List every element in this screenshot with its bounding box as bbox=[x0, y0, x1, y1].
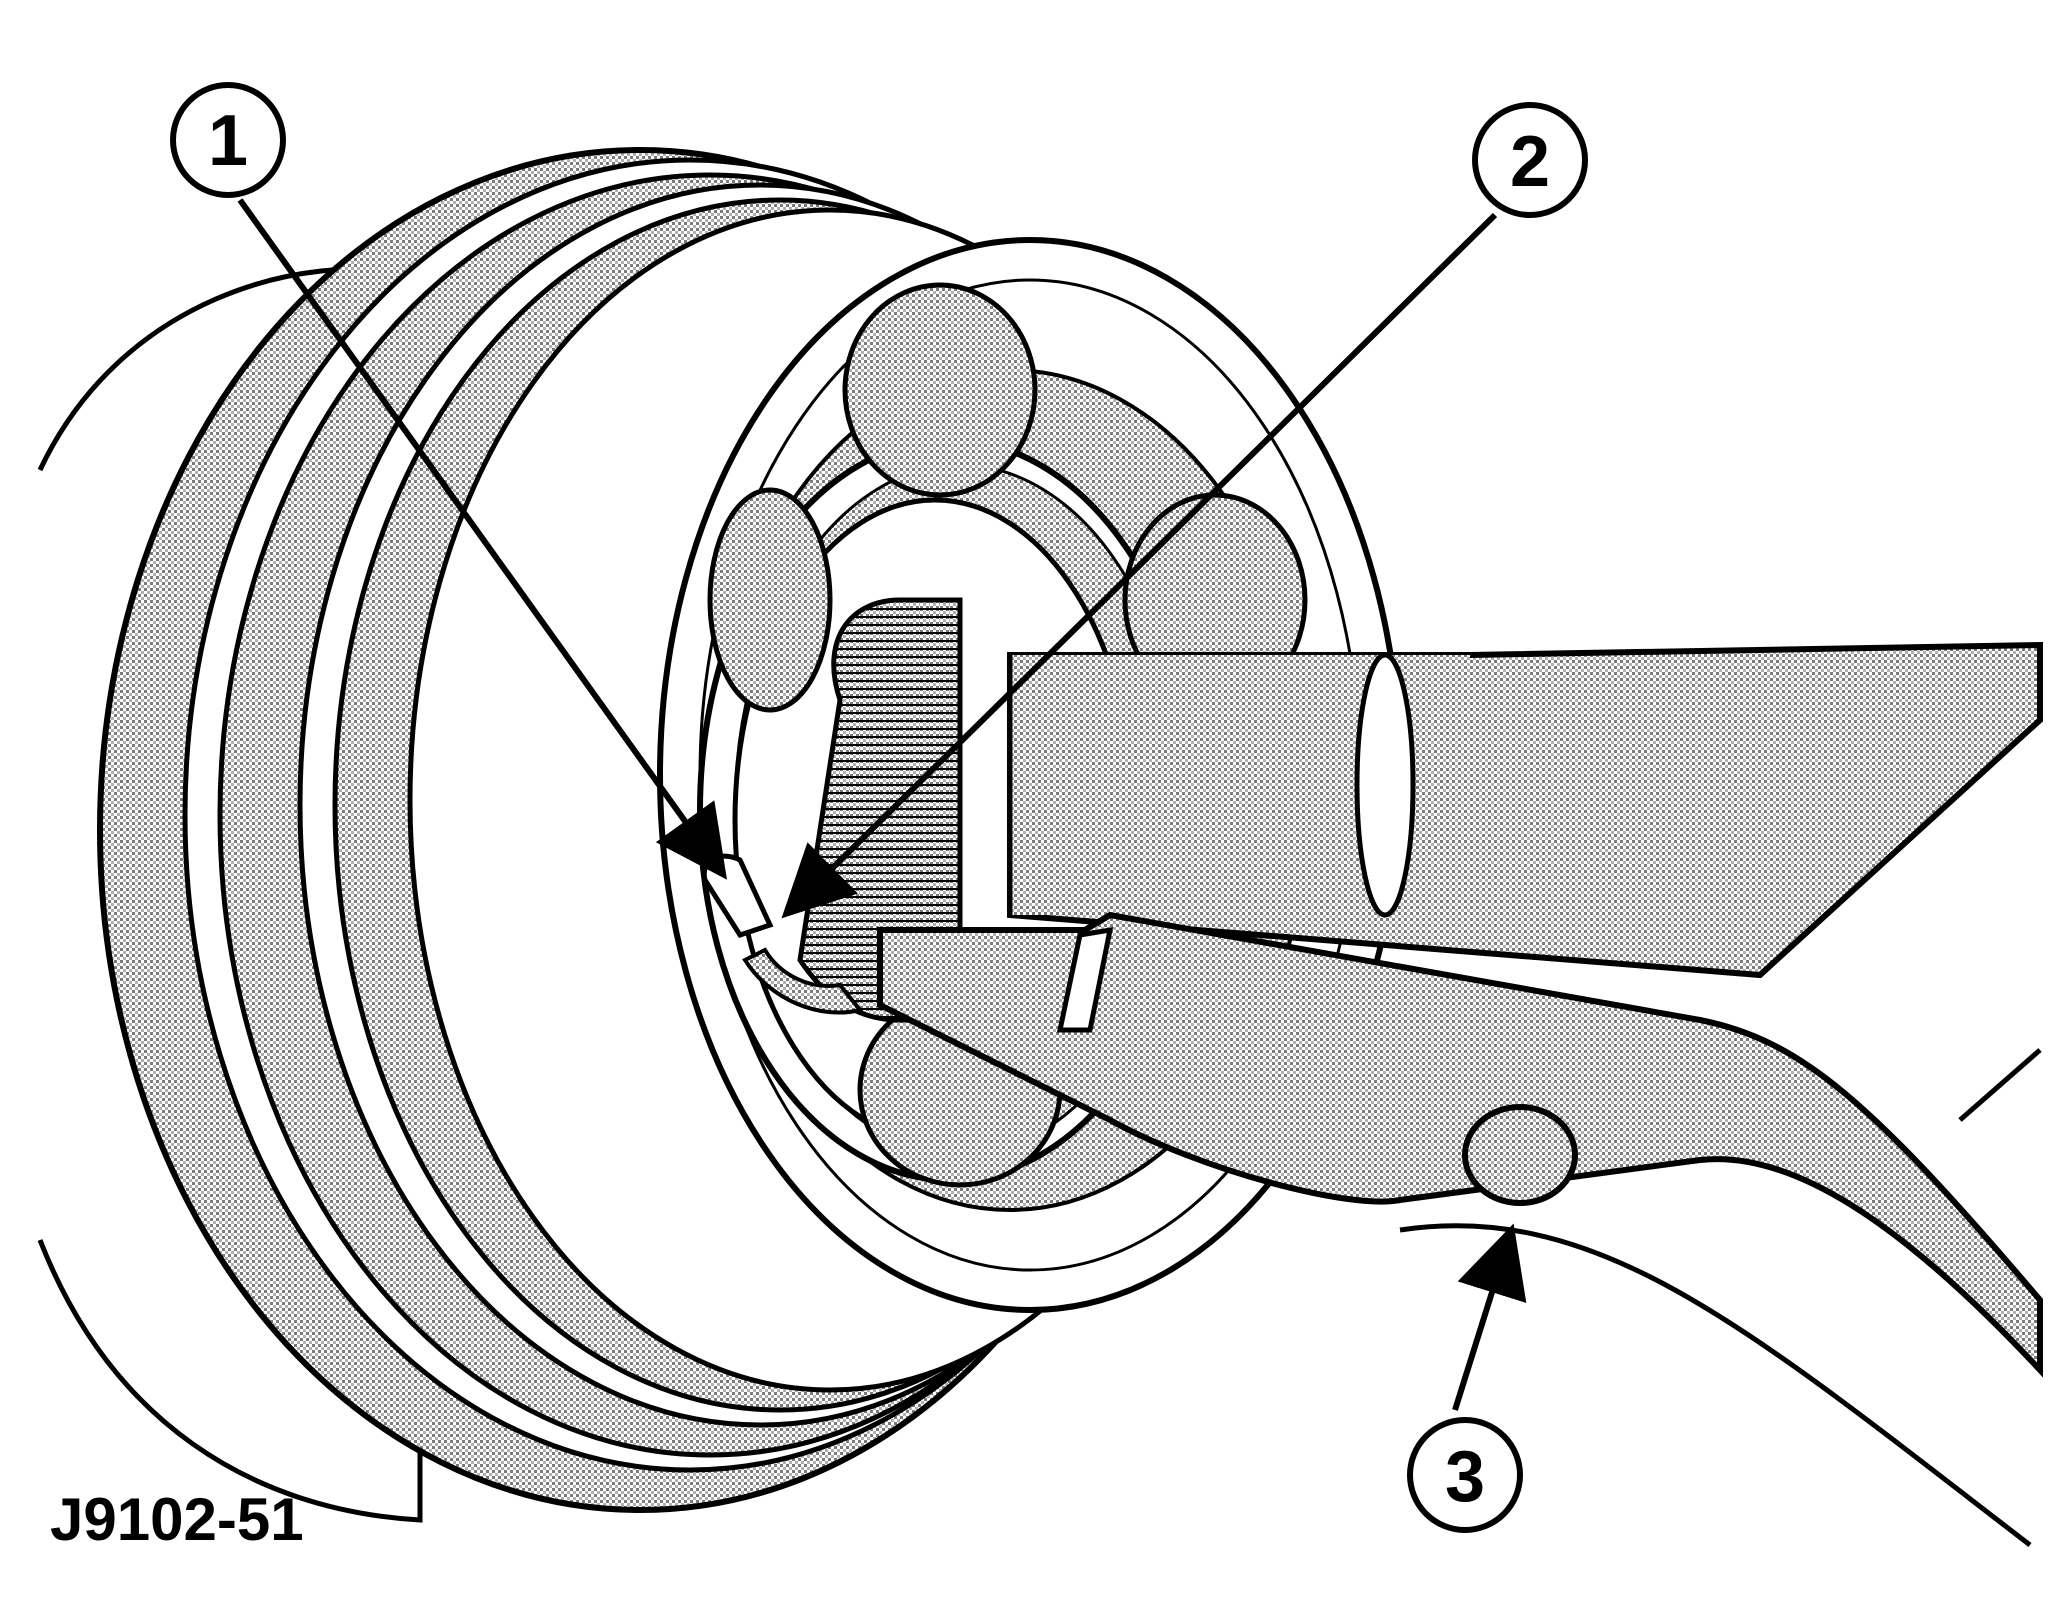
callout-1: 1 bbox=[170, 82, 286, 198]
callout-2: 2 bbox=[1472, 102, 1588, 218]
callout-3-label: 3 bbox=[1445, 1437, 1485, 1517]
callout-3-leader bbox=[1452, 1223, 1527, 1411]
puller-shaft bbox=[1007, 641, 2043, 979]
callout-3: 3 bbox=[1407, 1417, 1523, 1533]
callout-2-leader bbox=[781, 212, 1498, 919]
rear-tire bbox=[37, 266, 423, 1523]
callout-2-label: 2 bbox=[1510, 122, 1550, 202]
pliers-tool bbox=[877, 911, 2043, 1547]
leader-lines bbox=[237, 198, 1527, 1411]
callout-1-label: 1 bbox=[208, 101, 248, 181]
callout-1-leader bbox=[237, 198, 727, 880]
figure-id: J9102-51 bbox=[50, 1486, 304, 1553]
